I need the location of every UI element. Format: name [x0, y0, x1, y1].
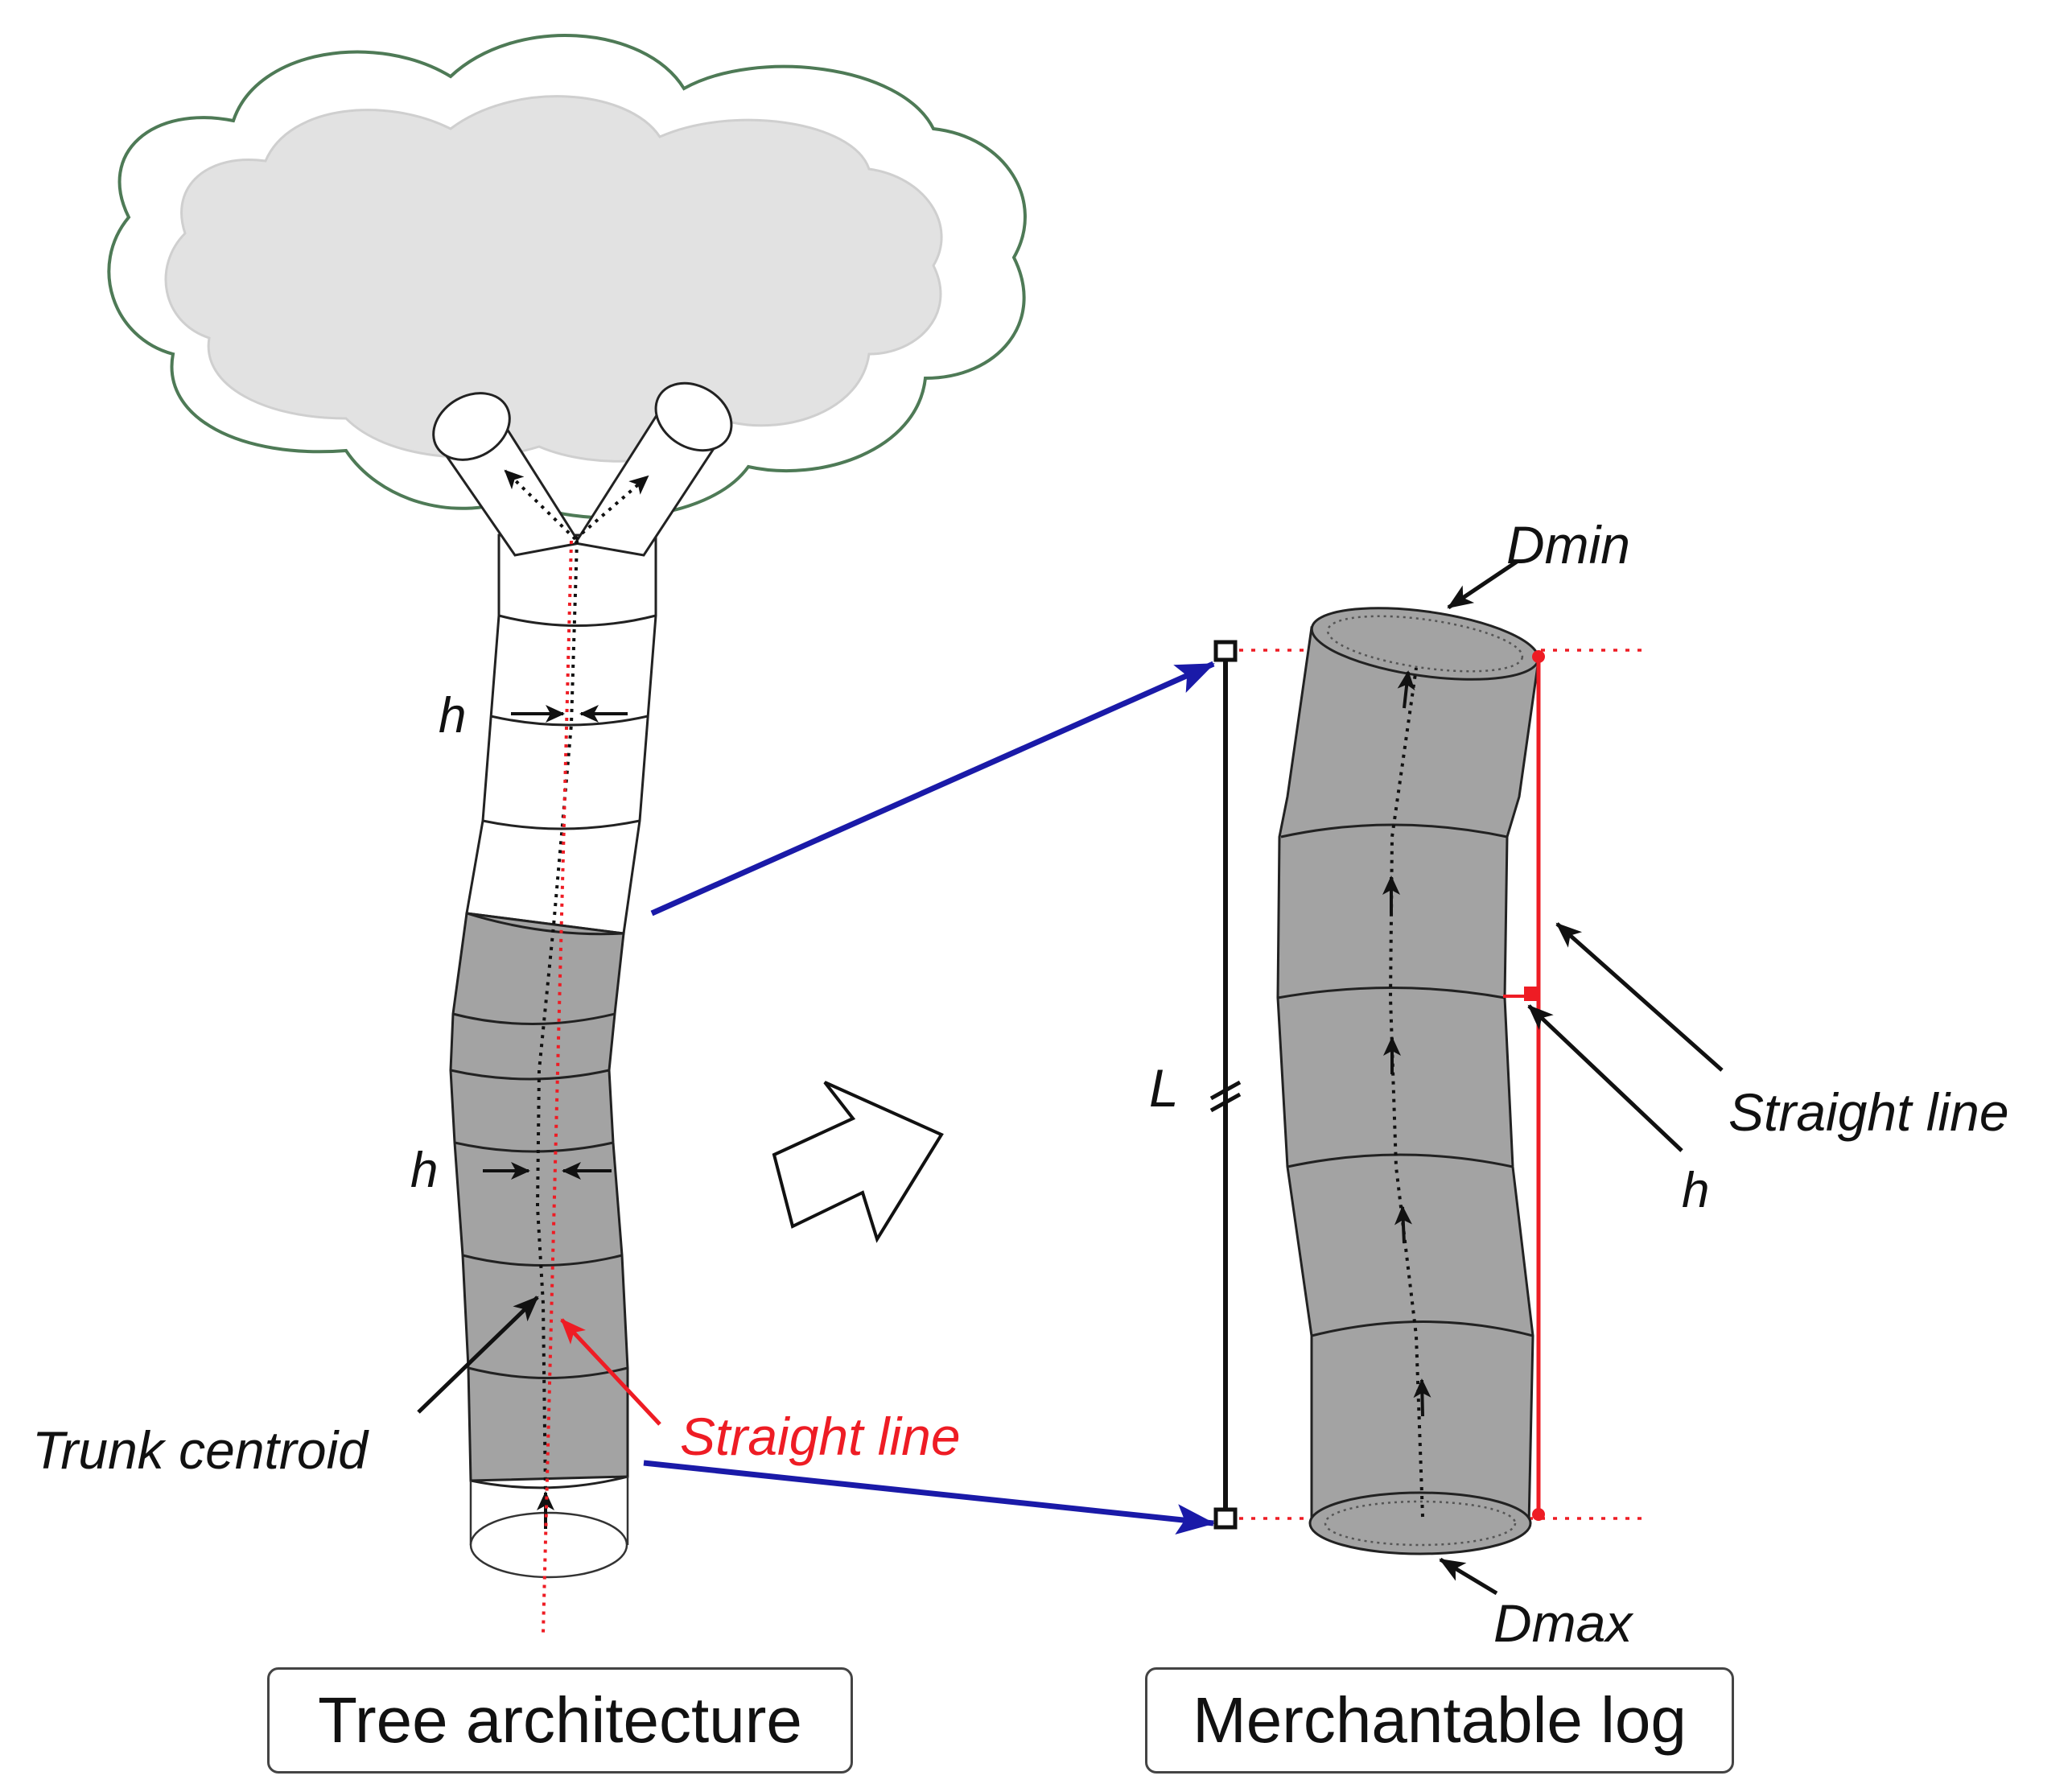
log-straight-line-label: Straight line — [1728, 1082, 2009, 1142]
length-label: L — [1149, 1058, 1179, 1118]
dmin-label: Dmin — [1506, 515, 1630, 575]
h-label-lower: h — [410, 1143, 438, 1198]
length-bar-bottom-handle — [1213, 1507, 1238, 1530]
right-angle-marker — [1524, 987, 1539, 1001]
stump — [469, 1477, 629, 1579]
blue-arrow-bottom — [643, 1460, 1215, 1535]
trunk-centroid-pointer — [417, 1296, 539, 1414]
tree-straight-line-label: Straight line — [680, 1407, 961, 1466]
log-bottom-face — [1308, 1491, 1532, 1555]
trunk-centroid-label: Trunk centroid — [32, 1420, 369, 1480]
log-straight-line — [1503, 650, 1545, 1521]
dmax-pointer — [1439, 1557, 1498, 1596]
dmax-label: Dmax — [1493, 1593, 1633, 1653]
log-centroid-line — [1388, 667, 1424, 1518]
tree-straight-line-pointer — [560, 1318, 661, 1426]
log-bottom-face-inner — [1324, 1500, 1517, 1547]
h-label-upper: h — [439, 688, 466, 744]
dmin-pointer — [1447, 559, 1518, 610]
transform-arrow-icon — [772, 1081, 944, 1243]
log-top-face-inner — [1326, 615, 1524, 673]
canopy-fill — [164, 95, 943, 463]
tree-architecture-caption: Tree architecture — [267, 1667, 853, 1774]
blue-arrow-top — [650, 661, 1215, 917]
log-straight-line-pointer — [1555, 922, 1724, 1072]
length-bar-top-handle — [1213, 640, 1238, 662]
log-body — [1276, 607, 1540, 1555]
branch-axis-arrows — [504, 469, 649, 541]
log-h-label: h — [1682, 1163, 1709, 1218]
log-centroid-arrows — [1382, 670, 1431, 1417]
log-h-pointer — [1527, 1004, 1683, 1152]
tree-trunk — [449, 534, 657, 1489]
merchantable-log-caption: Merchantable log — [1145, 1667, 1734, 1774]
length-bar — [1209, 640, 1242, 1530]
upper-trunk — [465, 534, 657, 935]
canopy — [107, 34, 1027, 520]
